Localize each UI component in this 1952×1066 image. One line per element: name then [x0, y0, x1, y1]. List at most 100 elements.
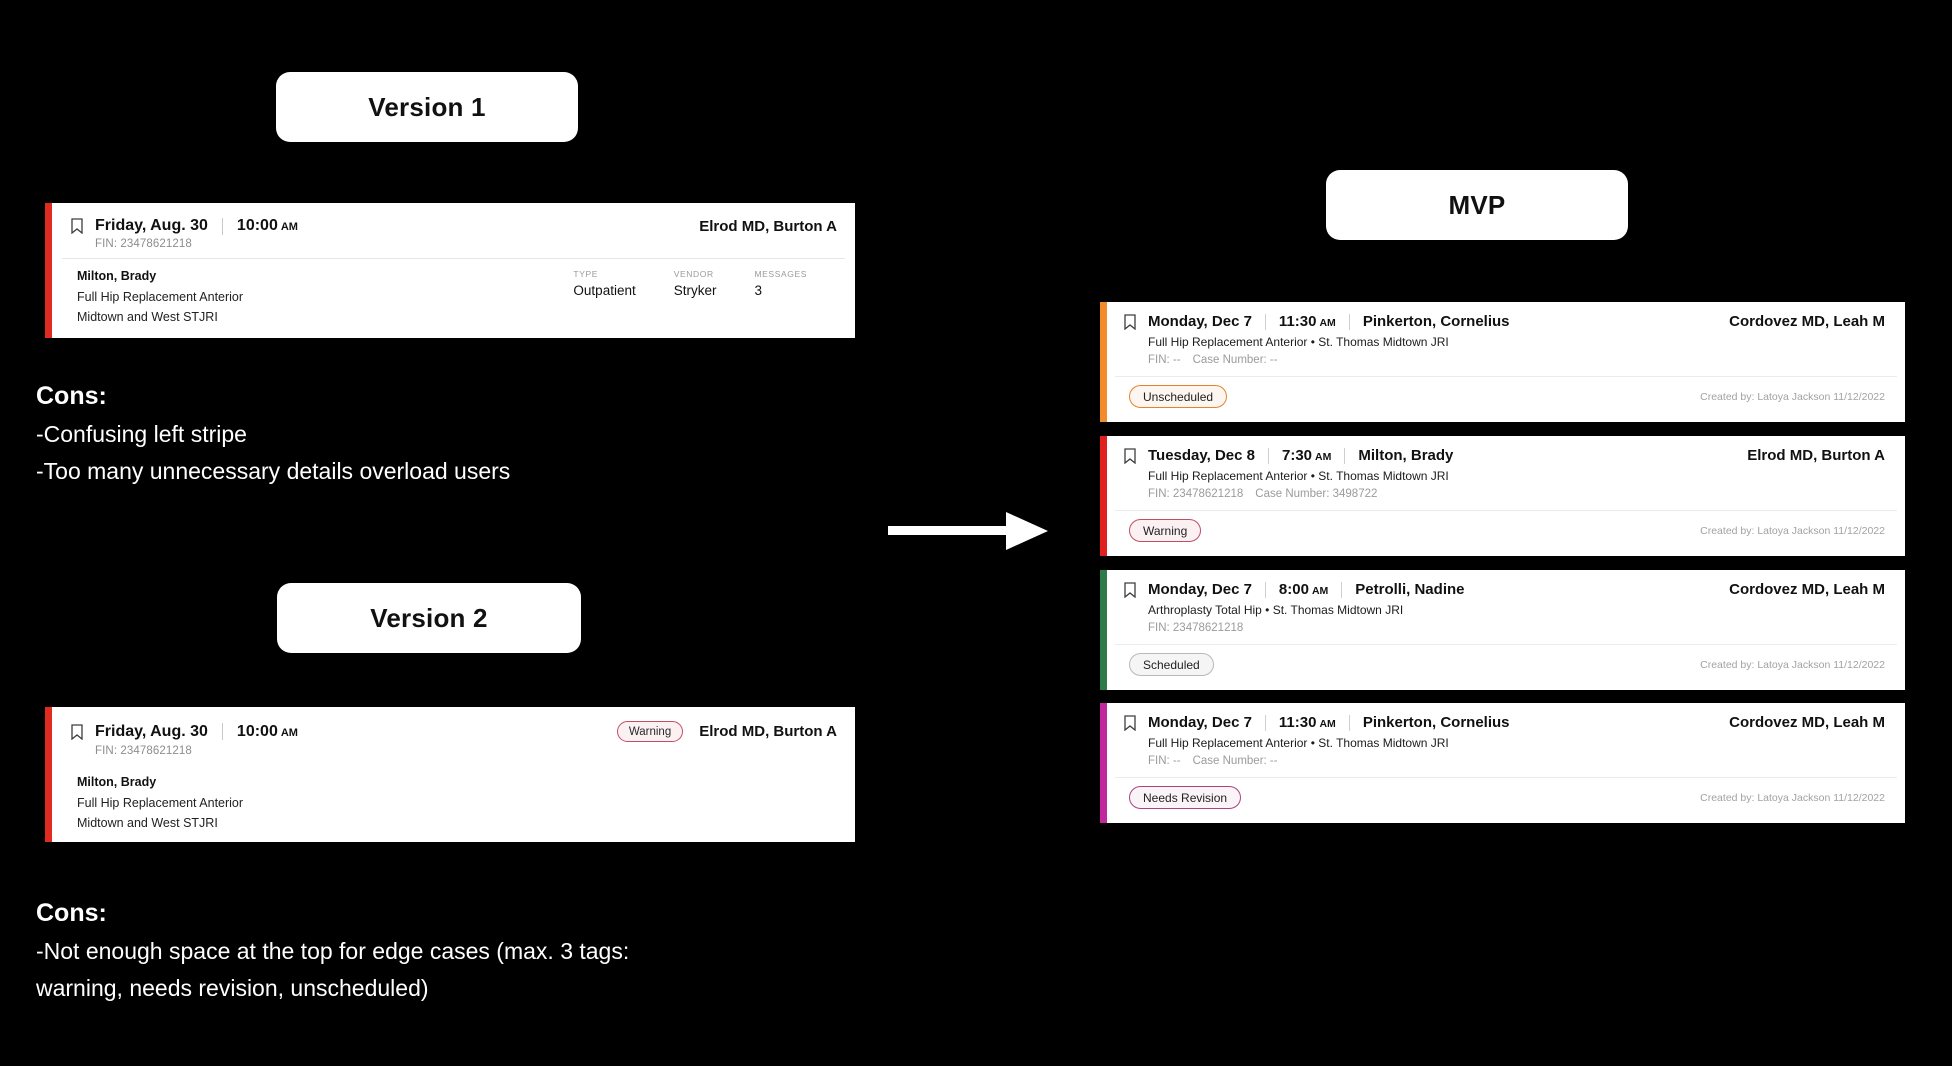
patient-name: Pinkerton, Cornelius	[1362, 313, 1510, 330]
mvp-header: MVP	[1326, 170, 1628, 240]
status-stripe	[45, 203, 52, 338]
appointment-date: Friday, Aug. 30	[95, 217, 208, 234]
status-badge[interactable]: Unscheduled	[1129, 385, 1228, 408]
card-details: Milton, Brady Full Hip Replacement Anter…	[52, 765, 855, 842]
procedure-and-location: Full Hip Replacement Anterior • St. Thom…	[1148, 469, 1449, 483]
status-stripe	[1100, 570, 1107, 690]
case-number: Case Number: 3498722	[1255, 488, 1378, 500]
appointment-date: Monday, Dec 7	[1148, 714, 1252, 731]
bookmark-icon[interactable]	[1123, 581, 1137, 598]
divider	[1264, 313, 1266, 330]
status-badge[interactable]: Warning	[616, 721, 684, 742]
procedure-name: Full Hip Replacement Anterior	[77, 795, 244, 810]
section-divider	[1115, 777, 1897, 778]
status-stripe	[1100, 436, 1107, 556]
cons-line: -Confusing left stripe	[36, 420, 247, 447]
cons-line: -Not enough space at the top for edge ca…	[36, 937, 630, 964]
patient-name: Milton, Brady	[1358, 447, 1454, 464]
meta-value: Outpatient	[573, 283, 636, 298]
divider	[1264, 581, 1266, 598]
surgeon-name: Elrod MD, Burton A	[1747, 447, 1885, 464]
card-footer: Needs Revision Created by: Latoya Jackso…	[1107, 778, 1905, 809]
bookmark-icon[interactable]	[1123, 313, 1137, 330]
bookmark-icon[interactable]	[70, 723, 84, 740]
status-stripe	[1100, 703, 1107, 823]
appointment-date: Tuesday, Dec 8	[1148, 447, 1255, 464]
created-by: Created by: Latoya Jackson 11/12/2022	[1700, 390, 1885, 403]
meta-value: 3	[754, 283, 762, 298]
card-footer: Warning Created by: Latoya Jackson 11/12…	[1107, 511, 1905, 542]
surgeon-name: Elrod MD, Burton A	[699, 723, 837, 740]
bookmark-icon[interactable]	[1123, 714, 1137, 731]
case-number: Case Number: --	[1192, 755, 1278, 767]
procedure-and-location: Full Hip Replacement Anterior • St. Thom…	[1148, 736, 1449, 750]
meta-columns: TYPE Outpatient VENDOR Stryker MESSAGES …	[573, 269, 837, 326]
meta-type: TYPE Outpatient	[573, 269, 635, 326]
created-by: Created by: Latoya Jackson 11/12/2022	[1700, 524, 1885, 537]
version-1-header: Version 1	[276, 72, 578, 142]
divider	[1341, 581, 1343, 598]
status-badge[interactable]: Warning	[1129, 519, 1202, 542]
status-badge[interactable]: Scheduled	[1129, 653, 1214, 676]
mvp-header-label: MVP	[1448, 189, 1506, 220]
location-name: Midtown and West STJRI	[77, 816, 218, 831]
created-by: Created by: Latoya Jackson 11/12/2022	[1700, 658, 1885, 671]
card-footer: Unscheduled Created by: Latoya Jackson 1…	[1107, 377, 1905, 408]
divider	[1268, 447, 1269, 464]
version-2-header: Version 2	[277, 583, 581, 653]
identifiers: FIN: 23478621218	[1148, 622, 1885, 634]
version-2-header-label: Version 2	[370, 602, 488, 633]
cons-title: Cons:	[36, 382, 107, 410]
location-name: Midtown and West STJRI	[77, 310, 218, 325]
version-1-cons: Cons: -Confusing left stripe -Too many u…	[36, 378, 836, 490]
fin-number: FIN: --	[1148, 354, 1181, 366]
status-badge[interactable]: Needs Revision	[1129, 786, 1242, 809]
meta-vendor: VENDOR Stryker	[674, 269, 717, 326]
appointment-date: Monday, Dec 7	[1148, 581, 1252, 598]
meta-label: TYPE	[573, 269, 599, 279]
fin-number: FIN: 23478621218	[95, 745, 192, 757]
section-divider	[1115, 510, 1897, 511]
identifiers: FIN: --Case Number: --	[1148, 755, 1885, 767]
bookmark-icon[interactable]	[1123, 447, 1137, 464]
appointment-date: Monday, Dec 7	[1148, 313, 1252, 330]
divider	[221, 217, 223, 235]
version-1-header-label: Version 1	[368, 91, 486, 122]
surgeon-name: Elrod MD, Burton A	[699, 217, 837, 235]
meta-value: Stryker	[673, 283, 717, 298]
meta-messages: MESSAGES 3	[754, 269, 807, 326]
divider	[1264, 714, 1266, 731]
case-number: Case Number: --	[1192, 354, 1278, 366]
bookmark-icon[interactable]	[70, 218, 84, 234]
meta-label: MESSAGES	[754, 269, 807, 279]
procedure-and-location: Arthroplasty Total Hip • St. Thomas Midt…	[1148, 603, 1404, 617]
divider	[1344, 447, 1346, 464]
status-stripe	[1100, 302, 1107, 422]
fin-number: FIN: 23478621218	[95, 238, 192, 250]
procedure-name: Full Hip Replacement Anterior	[77, 289, 244, 304]
meta-label: VENDOR	[673, 269, 714, 279]
